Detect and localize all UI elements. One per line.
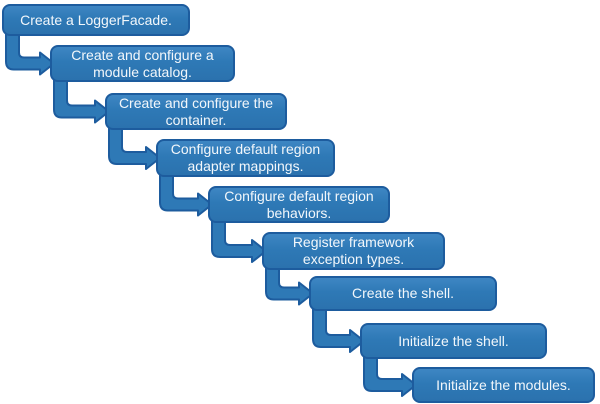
step-box-1: Create a LoggerFacade.	[2, 4, 190, 36]
step-label-line: Create a LoggerFacade.	[20, 11, 172, 28]
step-label-line: Create and configure a	[71, 46, 214, 63]
connector-arrow-6-to-7	[265, 263, 314, 306]
connector-arrow-2-to-3	[53, 75, 110, 124]
step-label-line: adapter mappings.	[187, 158, 304, 174]
connector-arrow-4-to-5	[159, 170, 213, 217]
connector-arrow-7-to-8	[312, 304, 365, 353]
step-label-line: Register framework	[292, 234, 415, 250]
step-label-line: behaviors.	[266, 204, 332, 221]
step-box-8: Initialize the shell.	[360, 323, 547, 359]
step-label-line: container.	[165, 111, 227, 128]
connector-arrow-1-to-2	[5, 29, 55, 76]
step-label-line: Initialize the shell.	[398, 332, 509, 349]
connector-arrow-3-to-4	[108, 123, 161, 170]
connector-arrow-5-to-6	[211, 216, 267, 263]
step-box-7: Create the shell.	[309, 276, 497, 311]
step-label-line: module catalog.	[93, 63, 192, 80]
step-box-9: Initialize the modules.	[412, 367, 595, 403]
step-label-line: Configure default region	[224, 187, 374, 204]
step-label-line: Create the shell.	[352, 285, 454, 301]
step-label-line: Create and configure the	[118, 94, 274, 111]
step-label-line: Configure default region	[170, 141, 321, 157]
step-label-line: exception types.	[302, 251, 405, 267]
step-label-line: Initialize the modules.	[436, 376, 571, 393]
connector-arrow-8-to-9	[363, 352, 417, 397]
